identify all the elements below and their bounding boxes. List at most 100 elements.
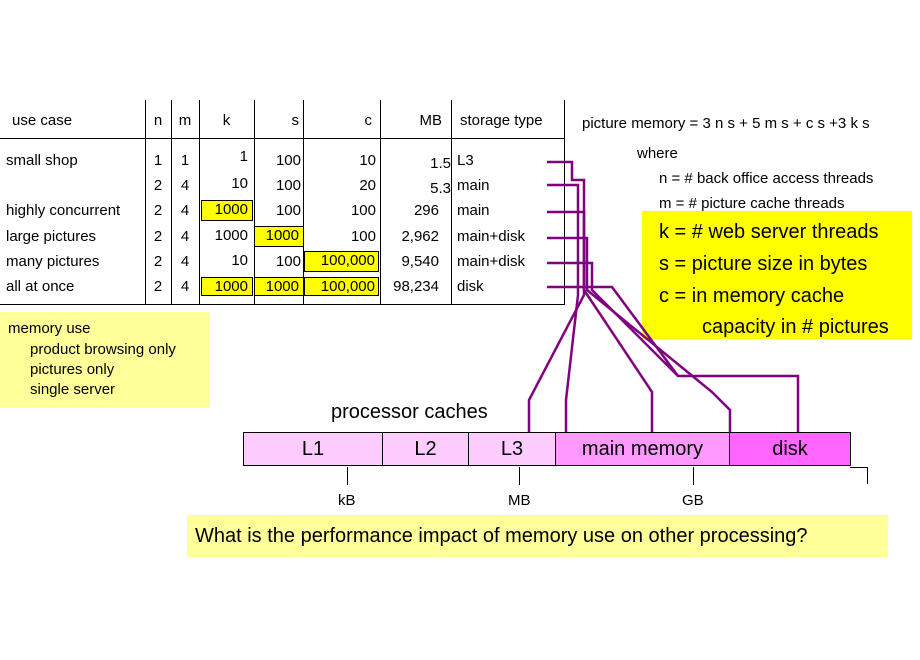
question-banner: What is the performance impact of memory… <box>187 515 888 557</box>
use-case-cell: large pictures <box>6 228 97 245</box>
s-cell: 100 <box>275 177 301 194</box>
use-case-cell: highly concurrent <box>6 202 121 219</box>
segment-disk: disk <box>729 432 851 466</box>
m-cell: 1 <box>180 152 190 169</box>
m-cell: 4 <box>180 278 190 295</box>
s-cell: 100 <box>275 202 301 219</box>
scale-tick <box>519 467 520 485</box>
n-cell: 2 <box>153 278 163 295</box>
n-cell: 2 <box>153 177 163 194</box>
scale-tick <box>347 467 348 485</box>
k-cell: 1 <box>239 148 248 165</box>
var-def-c-cont: capacity in # pictures <box>702 316 889 338</box>
mb-cell: 5.3 <box>430 180 451 197</box>
table-divider <box>451 100 452 305</box>
s-cell-highlighted: 1000 <box>254 226 304 247</box>
storage-cell: disk <box>457 278 484 295</box>
c-cell: 10 <box>359 152 376 169</box>
memory-use-title: memory use <box>8 320 91 337</box>
col-header-s: s <box>291 112 300 129</box>
formula-where: where <box>637 145 678 162</box>
k-cell: 10 <box>231 252 248 269</box>
s-cell-highlighted: 1000 <box>254 277 304 296</box>
table-divider <box>199 100 200 305</box>
n-cell: 2 <box>153 202 163 219</box>
col-header-use-case: use case <box>12 112 73 129</box>
var-def-s: s = picture size in bytes <box>659 253 868 275</box>
m-cell: 4 <box>180 177 190 194</box>
memory-use-note: memory use product browsing only picture… <box>0 312 210 408</box>
scale-end-tick <box>850 467 868 484</box>
table-divider <box>303 100 304 305</box>
segment-l1: L1 <box>243 432 383 466</box>
mb-cell: 1.5 <box>430 155 451 172</box>
formula-def-n: n = # back office access threads <box>659 170 874 187</box>
segment-main-memory: main memory <box>555 432 730 466</box>
segment-l2: L2 <box>382 432 469 466</box>
table-divider <box>145 100 146 305</box>
col-header-k: k <box>222 112 231 129</box>
use-case-cell: all at once <box>6 278 75 295</box>
c-cell: 20 <box>359 177 376 194</box>
table-divider <box>254 100 255 305</box>
n-cell: 2 <box>153 228 163 245</box>
memory-use-item: single server <box>30 381 116 398</box>
col-header-mb: MB <box>419 112 443 129</box>
k-cell-highlighted: 1000 <box>201 277 253 296</box>
k-cell: 10 <box>231 175 248 192</box>
memory-use-item: pictures only <box>30 361 115 378</box>
n-cell: 2 <box>153 253 163 270</box>
var-def-c: c = in memory cache <box>659 285 845 307</box>
c-cell-highlighted: 100,000 <box>304 277 379 296</box>
connector-row-small-shop <box>527 160 586 432</box>
use-case-cell: many pictures <box>6 253 100 270</box>
table-divider <box>171 100 172 305</box>
mb-cell: 98,234 <box>393 278 439 295</box>
col-header-n: n <box>153 112 163 129</box>
connector-row-all-at-once <box>547 285 680 377</box>
mb-cell: 9,540 <box>401 253 439 270</box>
mb-cell: 2,962 <box>401 228 439 245</box>
table-header-rule <box>0 138 565 139</box>
storage-cell: main <box>457 202 490 219</box>
scale-label-mb: MB <box>508 492 531 509</box>
storage-cell: L3 <box>457 152 474 169</box>
col-header-m: m <box>178 112 192 129</box>
c-cell-highlighted: 100,000 <box>304 251 379 272</box>
connector-row-large-pictures <box>547 236 732 432</box>
table-bottom-rule <box>0 304 565 305</box>
scale-label-kb: kB <box>338 492 356 509</box>
segment-l3: L3 <box>468 432 556 466</box>
s-cell: 100 <box>275 253 301 270</box>
m-cell: 4 <box>180 202 190 219</box>
m-cell: 4 <box>180 253 190 270</box>
scale-label-gb: GB <box>682 492 704 509</box>
k-cell: 1000 <box>214 227 248 244</box>
table-divider <box>380 100 381 305</box>
storage-cell: main <box>457 177 490 194</box>
storage-cell: main+disk <box>457 253 525 270</box>
variables-note: k = # web server threads s = picture siz… <box>642 211 912 339</box>
storage-cell: main+disk <box>457 228 525 245</box>
memory-use-item: product browsing only <box>30 341 176 358</box>
scale-tick <box>693 467 694 485</box>
usecase-table: use case n m k s c MB storage type small… <box>0 100 565 305</box>
picture-memory-formula: picture memory = 3 n s + 5 m s + c s +3 … <box>582 115 870 132</box>
connector-row-highly-concurrent <box>547 210 654 432</box>
col-header-c: c <box>364 112 373 129</box>
var-def-k: k = # web server threads <box>659 221 879 243</box>
connector-row-many-pictures <box>547 261 800 432</box>
processor-caches-caption: processor caches <box>331 401 488 423</box>
use-case-cell: small shop <box>6 152 78 169</box>
m-cell: 4 <box>180 228 190 245</box>
s-cell: 100 <box>275 152 301 169</box>
n-cell: 1 <box>153 152 163 169</box>
table-divider <box>564 100 565 305</box>
formula-def-m: m = # picture cache threads <box>659 195 845 212</box>
c-cell: 100 <box>350 228 376 245</box>
connector-row-2 <box>547 183 580 432</box>
k-cell-highlighted: 1000 <box>201 200 253 221</box>
c-cell: 100 <box>350 202 376 219</box>
mb-cell: 296 <box>413 202 439 219</box>
